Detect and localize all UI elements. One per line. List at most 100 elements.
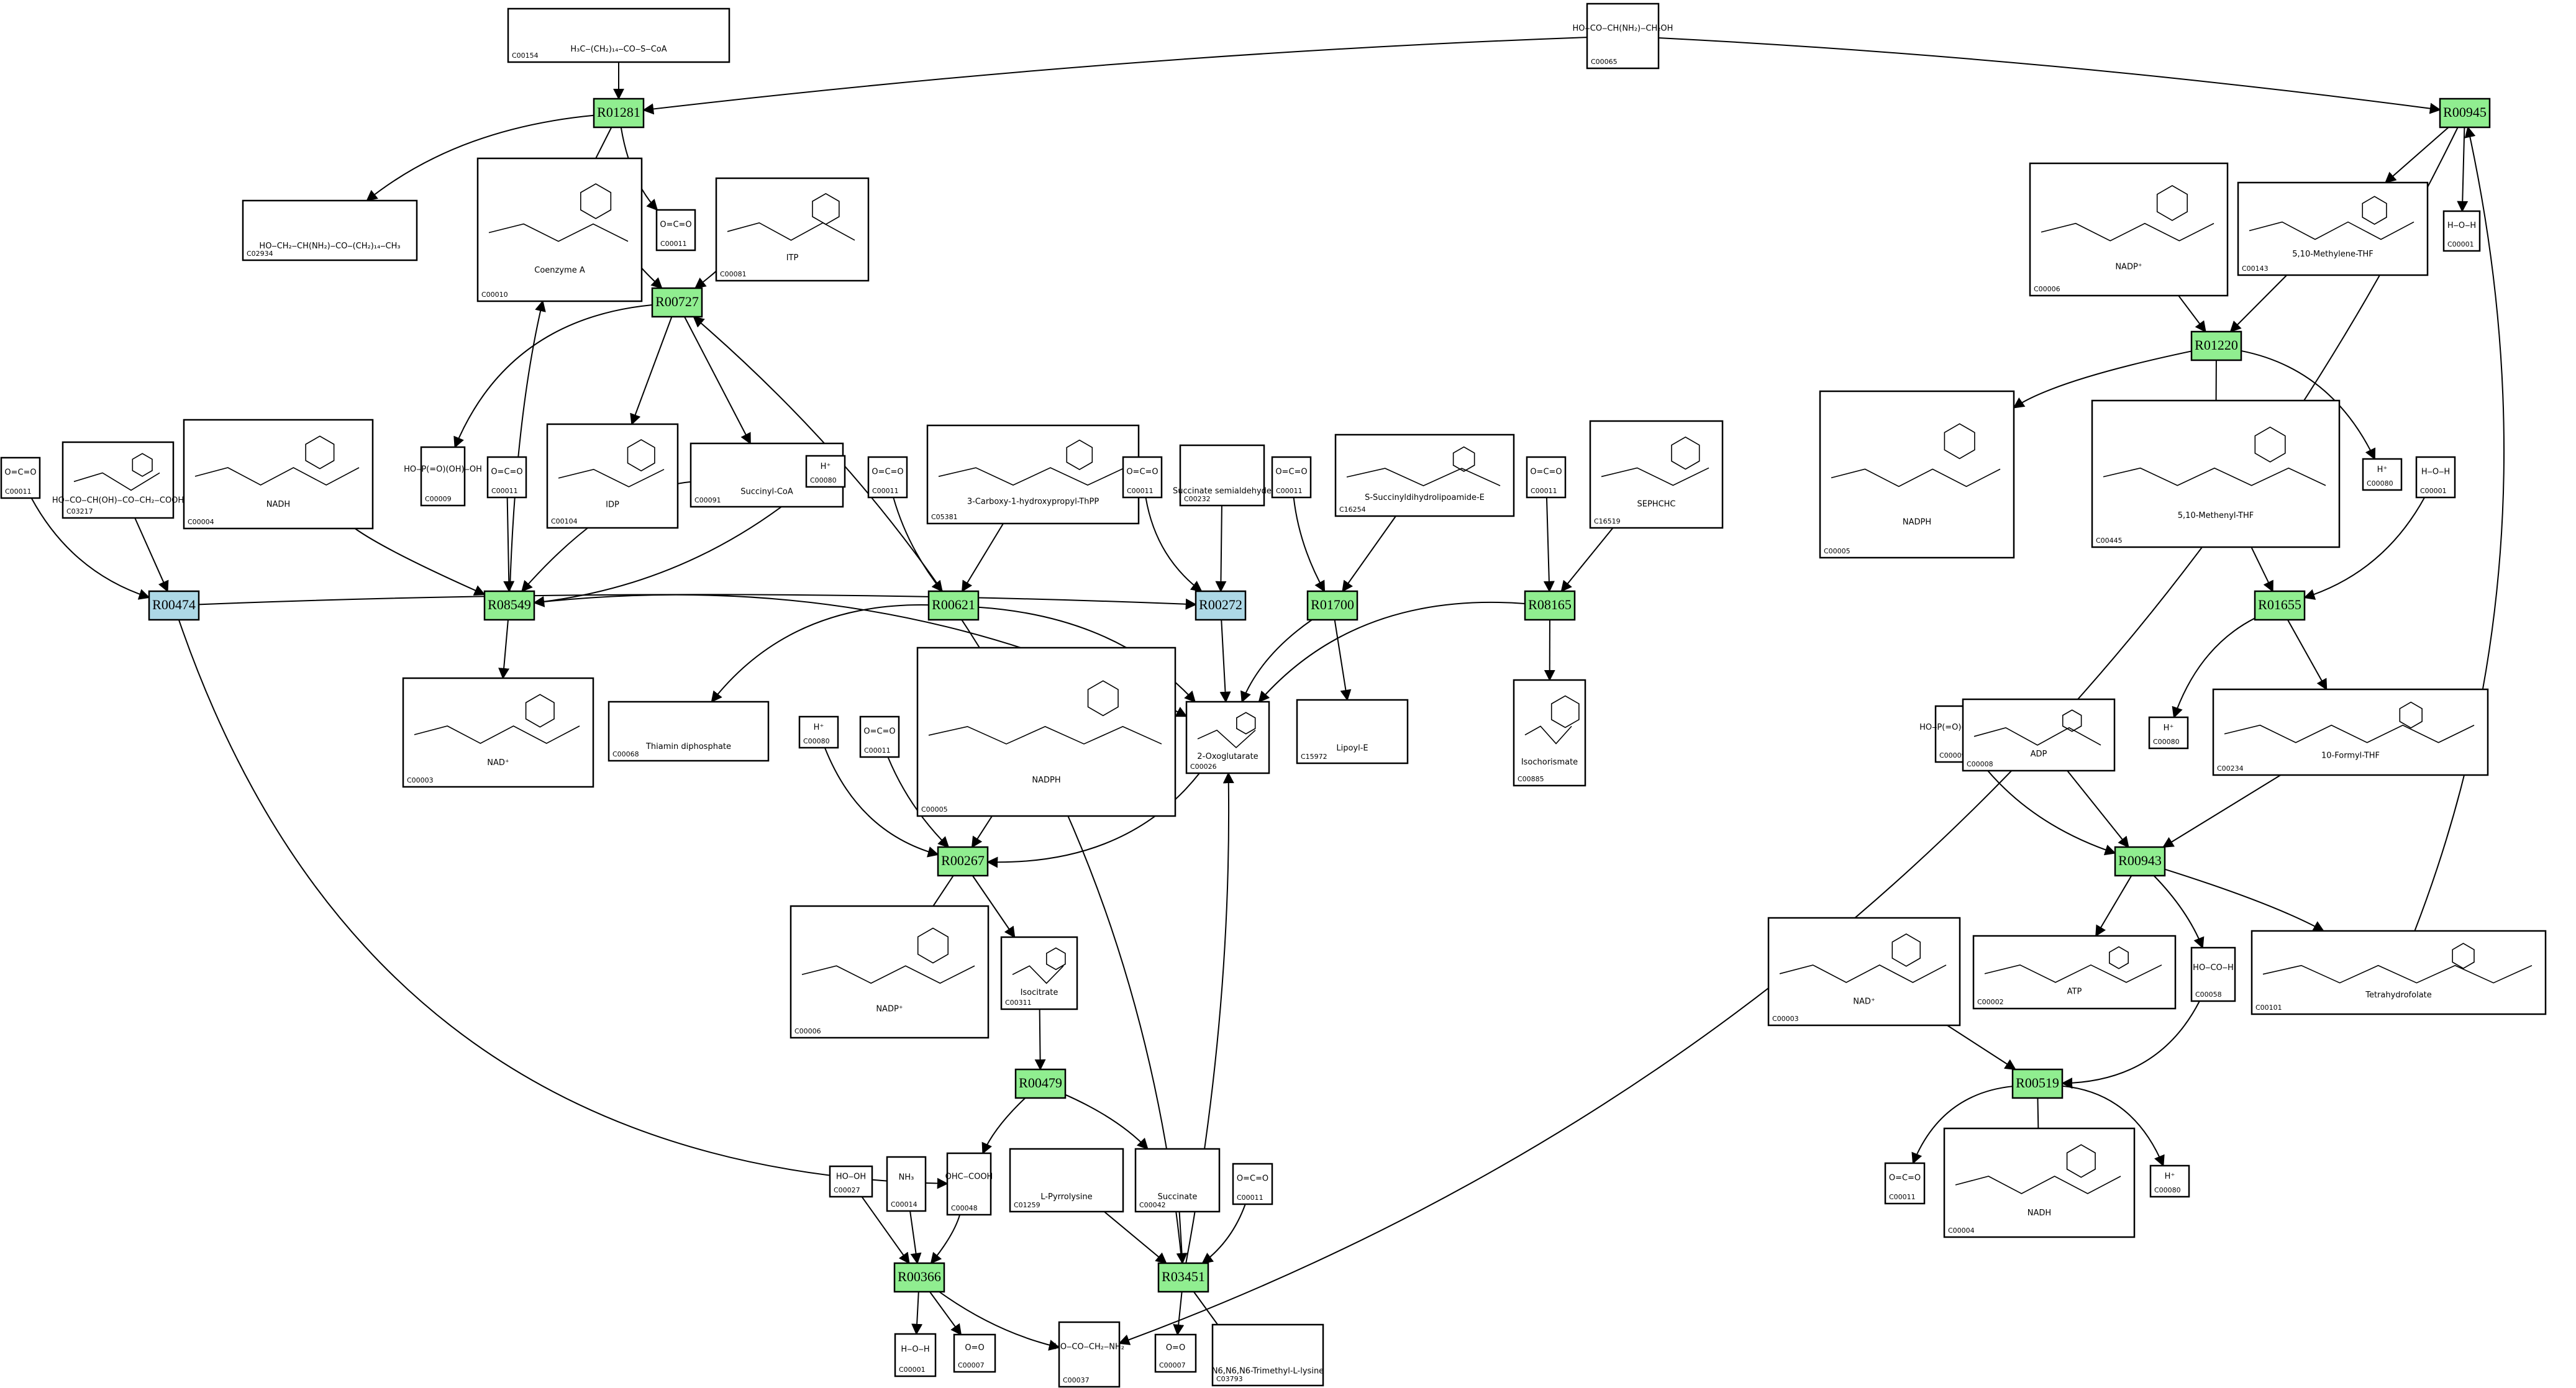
reaction-node[interactable]: R00945	[2439, 98, 2491, 129]
compound-formula: HO‒CO‒H	[2193, 963, 2234, 973]
reaction-node[interactable]: R08165	[1524, 590, 1576, 621]
reaction-arrow	[509, 300, 546, 592]
reaction-arrow	[939, 1291, 1060, 1351]
compound-id: C00009	[1939, 751, 1966, 760]
reaction-node[interactable]: R01281	[593, 98, 645, 129]
reaction-arrow	[1911, 1086, 2013, 1164]
structure-sketch	[1524, 695, 1580, 745]
reaction-node[interactable]: R03451	[1157, 1262, 1209, 1293]
compound-id: C00001	[2447, 240, 2474, 248]
compound-node[interactable]: H⁺C00080	[2362, 458, 2403, 491]
reaction-node[interactable]: R00272	[1195, 590, 1247, 621]
reaction-node[interactable]: R01655	[2254, 590, 2306, 621]
reaction-arrow	[962, 523, 1004, 592]
compound-id: C15972	[1301, 753, 1327, 761]
compound-id: C00081	[720, 270, 747, 278]
structure-sketch	[1955, 1144, 2121, 1194]
compound-node[interactable]: NAD⁺C00003	[402, 677, 594, 788]
compound-node[interactable]: NADP⁺C00006	[790, 905, 990, 1039]
reaction-arrow	[986, 773, 1200, 868]
compound-node[interactable]: NADP⁺C00006	[2029, 162, 2229, 297]
reaction-node[interactable]: R00621	[927, 590, 980, 621]
reaction-arrow	[1334, 619, 1352, 701]
compound-node[interactable]: H⁺C00080	[2148, 716, 2189, 750]
reaction-node[interactable]: R00474	[148, 590, 200, 621]
reaction-node[interactable]: R00727	[651, 287, 703, 318]
reaction-arrow	[1173, 1291, 1185, 1336]
reaction-node[interactable]: R01220	[2190, 330, 2242, 361]
compound-id: C00009	[425, 495, 452, 503]
compound-id: C00037	[1063, 1376, 1090, 1384]
reaction-node[interactable]: R00479	[1014, 1068, 1067, 1099]
reaction-node[interactable]: R00519	[2011, 1068, 2064, 1099]
reaction-arrow	[2414, 126, 2505, 932]
compound-node[interactable]: H⁺C00080	[805, 455, 846, 488]
compound-node[interactable]: H⁺C00080	[798, 715, 839, 749]
compound-formula: Isocitrate	[1021, 988, 1058, 997]
reaction-node[interactable]: R00943	[2114, 846, 2166, 877]
reaction-node[interactable]: R00366	[893, 1262, 945, 1293]
reaction-node[interactable]: R01700	[1306, 590, 1359, 621]
reaction-arrow	[2062, 1085, 2165, 1167]
reaction-arrow	[684, 316, 751, 445]
reaction-node[interactable]: R08549	[483, 590, 535, 621]
compound-formula: 5,10-Methenyl-THF	[2178, 511, 2254, 520]
structure-sketch	[2262, 943, 2533, 984]
compound-node[interactable]: NAD⁺C00003	[1767, 917, 1961, 1027]
reaction-arrow	[503, 497, 515, 592]
reaction-node[interactable]: R00267	[937, 846, 989, 877]
compound-id: C00005	[1824, 547, 1850, 555]
compound-node[interactable]: H⁺C00080	[2149, 1164, 2190, 1198]
